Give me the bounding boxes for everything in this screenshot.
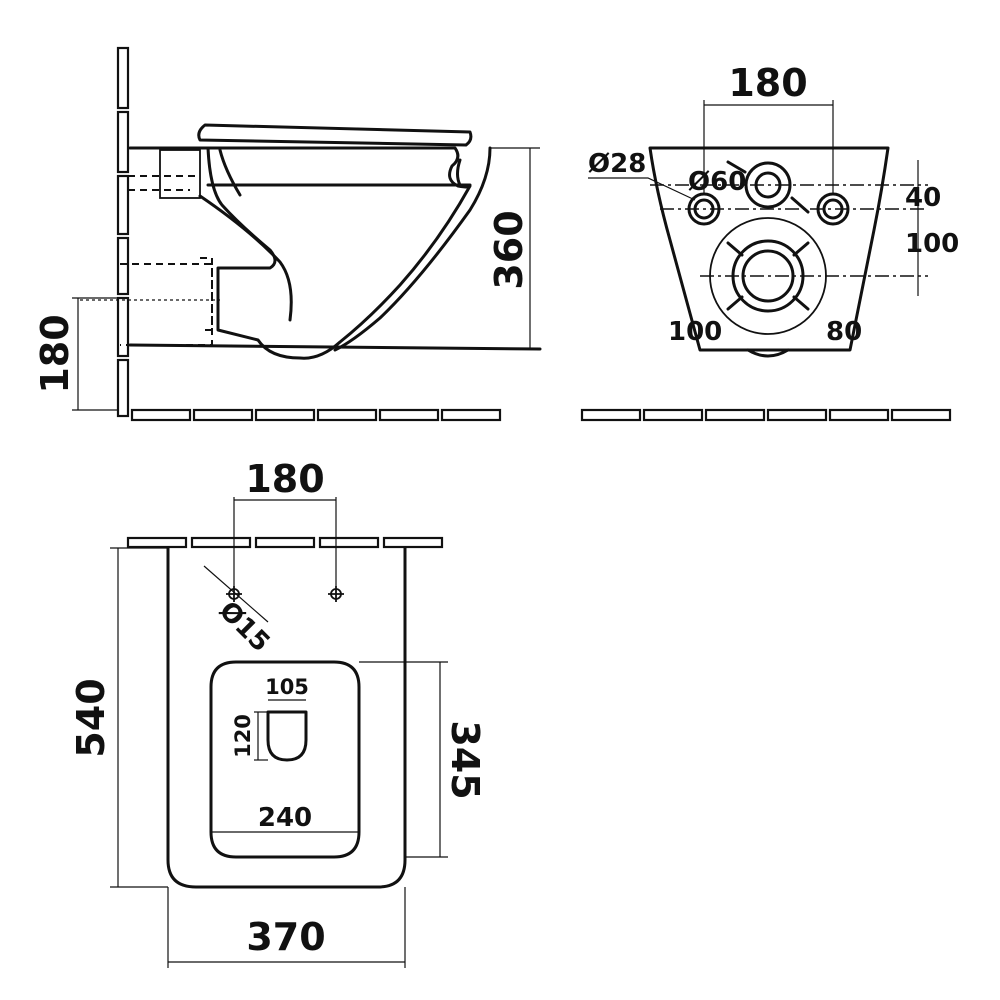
wall-tiles-top: [126, 536, 444, 549]
drain-hole: [266, 710, 308, 762]
rear-view: 180 Ø28 Ø60 40 100 100 80: [580, 61, 959, 422]
flush-connector: [159, 149, 201, 199]
floor-tiles-rear: [580, 408, 952, 422]
dim-bolt-dia: Ø15: [213, 596, 275, 658]
dim-height-total: 360: [487, 210, 531, 289]
dim-top-bolt-spacing: 180: [245, 457, 324, 501]
side-view: 360 180: [33, 46, 542, 422]
dim-depth: 540: [69, 678, 113, 757]
bowl-opening: [209, 660, 361, 859]
dim-drain-width: 105: [265, 675, 309, 699]
dim-inlet-offset: 40: [905, 183, 941, 213]
wall-tiles-side: [116, 46, 130, 418]
bowl-body: [128, 146, 472, 360]
dim-bowl-length: 345: [443, 720, 487, 799]
dim-bolt-hole-dia: Ø28: [588, 149, 646, 179]
dim-outlet-offset: 100: [905, 229, 959, 259]
top-outline: [166, 546, 407, 889]
waste-outlet: [120, 263, 213, 346]
dim-outlet-outer: 100: [668, 317, 722, 347]
dim-outlet-inner: 80: [826, 317, 862, 347]
dim-overall-width: 370: [246, 915, 325, 959]
dim-mount-height: 180: [33, 314, 77, 393]
seat-lid: [197, 123, 473, 147]
floor-tiles-side: [130, 408, 502, 422]
dim-inlet-dia: Ø60: [688, 167, 746, 197]
dim-rear-bolt-spacing: 180: [728, 61, 807, 105]
top-view: 180 Ø15 540 345 105 120 240 370: [69, 457, 487, 968]
rear-outline: [648, 146, 890, 352]
dim-drain-length: 120: [231, 714, 255, 758]
dim-bowl-width: 240: [258, 803, 312, 833]
